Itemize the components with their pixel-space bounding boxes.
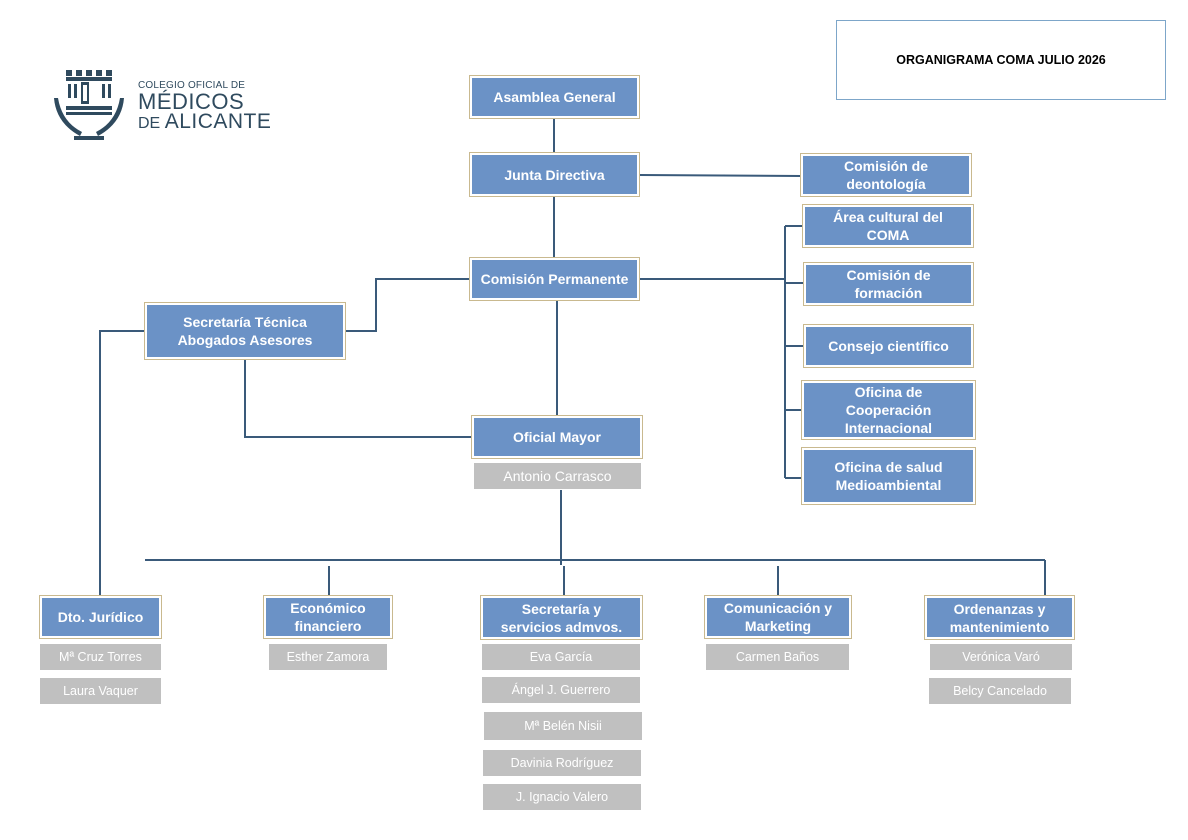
- logo-line-3-prefix: DE: [138, 115, 161, 132]
- person-secretaria-4-name: Davinia Rodríguez: [510, 756, 614, 770]
- node-salud-line-2: Medioambiental: [835, 477, 942, 493]
- dept-ordenanzas-line-2: mantenimiento: [949, 618, 1050, 635]
- person-secretaria-2-name: Ángel J. Guerrero: [511, 683, 611, 697]
- logo-line-3: DE ALICANTE: [138, 110, 272, 133]
- node-cientifico-label: Consejo científico: [828, 338, 949, 354]
- node-oficina-cooperacion: Oficina de Cooperación Internacional: [801, 380, 976, 440]
- node-comision-deontologia: Comisión de deontología: [800, 153, 972, 197]
- node-cooperacion-line-2: Cooperación: [845, 402, 932, 418]
- node-asamblea-general: Asamblea General: [469, 75, 640, 119]
- node-asamblea-label: Asamblea General: [493, 89, 616, 105]
- dept-secretaria-line-2: servicios admvos.: [500, 618, 623, 635]
- dept-ordenanzas-label: Ordenanzas y mantenimiento: [950, 600, 1050, 636]
- dept-secretaria-label: Secretaría y servicios admvos.: [501, 600, 622, 636]
- node-cultural-line-1: Área cultural del: [833, 209, 943, 225]
- node-secretaria-tecnica-line-2: Abogados Asesores: [177, 332, 313, 348]
- person-ordenanzas-1-name: Verónica Varó: [962, 650, 1040, 664]
- node-deontologia-line-2: deontología: [846, 176, 926, 192]
- dept-secretaria-line-1: Secretaría y: [521, 600, 602, 617]
- person-secretaria-1-name: Eva García: [529, 650, 593, 664]
- node-cooperacion-label: Oficina de Cooperación Internacional: [845, 383, 932, 437]
- node-cooperacion-line-3: Internacional: [844, 420, 933, 436]
- person-secretaria-5: J. Ignacio Valero: [483, 784, 641, 810]
- dept-comunicacion-line-1: Comunicación y: [723, 600, 833, 616]
- person-secretaria-5-name: J. Ignacio Valero: [515, 790, 609, 804]
- node-secretaria-tecnica-line-1: Secretaría Técnica: [183, 314, 307, 330]
- person-oficial-mayor-name: Antonio Carrasco: [503, 468, 612, 484]
- logo-line-2: MÉDICOS: [138, 89, 245, 114]
- node-deontologia-line-1: Comisión de: [843, 158, 928, 174]
- node-formacion-line-1: Comisión de: [846, 267, 931, 283]
- dept-comunicacion-label: Comunicación y Marketing: [724, 599, 832, 635]
- node-consejo-cientifico: Consejo científico: [803, 324, 974, 368]
- chart-title: ORGANIGRAMA COMA JULIO 2026: [896, 53, 1106, 67]
- node-oficial-mayor-label: Oficial Mayor: [513, 429, 601, 445]
- dept-economico-label: Económico financiero: [290, 599, 365, 635]
- node-formacion-label: Comisión de formación: [846, 266, 930, 302]
- node-secretaria-tecnica: Secretaría Técnica Abogados Asesores: [144, 302, 346, 360]
- person-juridico-2-name: Laura Vaquer: [63, 684, 138, 698]
- dept-economico-line-1: Económico: [290, 600, 366, 616]
- node-salud-line-1: Oficina de salud: [834, 459, 943, 475]
- dept-juridico: Dto. Jurídico: [39, 595, 162, 639]
- node-cultural-label: Área cultural del COMA: [833, 208, 943, 244]
- dept-juridico-label: Dto. Jurídico: [57, 609, 144, 625]
- person-juridico-1: Mª Cruz Torres: [40, 644, 161, 670]
- logo-line-3-main: ALICANTE: [164, 110, 272, 133]
- person-secretaria-2: Ángel J. Guerrero: [482, 677, 640, 703]
- node-cultural-line-2: COMA: [866, 227, 910, 243]
- node-salud-label: Oficina de salud Medioambiental: [834, 458, 942, 494]
- node-oficina-salud: Oficina de salud Medioambiental: [801, 447, 976, 505]
- chart-title-box: ORGANIGRAMA COMA JULIO 2026: [836, 20, 1166, 100]
- person-secretaria-3: Mª Belén Nisii: [484, 712, 642, 740]
- dept-secretaria: Secretaría y servicios admvos.: [480, 595, 643, 640]
- node-junta-label: Junta Directiva: [504, 166, 605, 183]
- person-secretaria-3-name: Mª Belén Nisii: [524, 719, 602, 733]
- dept-economico: Económico financiero: [263, 595, 393, 639]
- node-cooperacion-line-1: Oficina de: [854, 384, 923, 400]
- colegio-logo-icon: [54, 70, 124, 140]
- person-ordenanzas-2: Belcy Cancelado: [929, 678, 1071, 704]
- logo-text: COLEGIO OFICIAL DE MÉDICOS DE ALICANTE: [138, 80, 271, 133]
- person-comunicacion-1: Carmen Baños: [706, 644, 849, 670]
- person-juridico-2: Laura Vaquer: [40, 678, 161, 704]
- dept-ordenanzas: Ordenanzas y mantenimiento: [924, 595, 1075, 640]
- node-comision-permanente: Comisión Permanente: [469, 257, 640, 301]
- person-ordenanzas-1: Verónica Varó: [930, 644, 1072, 670]
- person-comunicacion-1-name: Carmen Baños: [735, 650, 820, 664]
- person-secretaria-4: Davinia Rodríguez: [483, 750, 641, 776]
- dept-comunicacion: Comunicación y Marketing: [704, 595, 852, 639]
- node-formacion-line-2: formación: [854, 285, 923, 301]
- person-economico-1-name: Esther Zamora: [286, 650, 370, 664]
- person-oficial-mayor: Antonio Carrasco: [474, 463, 641, 489]
- node-secretaria-tecnica-label: Secretaría Técnica Abogados Asesores: [178, 313, 313, 349]
- person-economico-1: Esther Zamora: [269, 644, 387, 670]
- node-junta-directiva: Junta Directiva: [469, 152, 640, 197]
- node-comision-formacion: Comisión de formación: [803, 262, 974, 306]
- dept-economico-line-2: financiero: [294, 618, 362, 634]
- person-juridico-1-name: Mª Cruz Torres: [59, 650, 142, 664]
- person-secretaria-1: Eva García: [482, 644, 640, 670]
- node-oficial-mayor: Oficial Mayor: [471, 415, 643, 459]
- dept-comunicacion-line-2: Marketing: [744, 618, 812, 634]
- node-permanente-label: Comisión Permanente: [480, 271, 629, 287]
- dept-ordenanzas-line-1: Ordenanzas y: [953, 600, 1046, 617]
- node-area-cultural: Área cultural del COMA: [802, 204, 974, 248]
- node-deontologia-label: Comisión de deontología: [844, 157, 928, 193]
- logo-line-1: COLEGIO OFICIAL DE: [138, 80, 246, 91]
- person-ordenanzas-2-name: Belcy Cancelado: [953, 684, 1047, 698]
